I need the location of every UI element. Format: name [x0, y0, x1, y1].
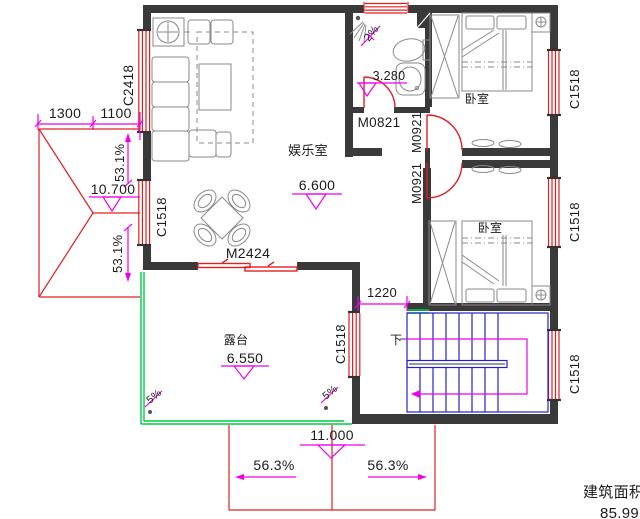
door-m0921-label-2: M0921 [409, 163, 424, 204]
window-c1518-r1-label: C1518 [567, 69, 582, 109]
level-marker-3280 [357, 82, 407, 98]
window-c1518-stair-left [348, 313, 361, 376]
bed-bedroom2 [461, 220, 533, 306]
sofa [151, 56, 232, 162]
dining-table-chairs [193, 189, 251, 247]
window-top [363, 2, 409, 14]
window-c1518-left-label: C1518 [154, 197, 169, 237]
roof-bottom [228, 425, 436, 511]
dim-1300-label: 1300 [49, 105, 81, 121]
arrowhead-531-up [125, 133, 131, 142]
level-6550-label: 6.550 [227, 350, 264, 366]
area-value-label: 85.99 [600, 505, 639, 519]
level-marker-6600 [292, 193, 342, 211]
level-6600-label: 6.600 [299, 177, 336, 193]
level-11000-label: 11.000 [310, 427, 354, 443]
slope-mark-5pct-right [320, 386, 339, 404]
window-c2418-label: C2418 [121, 65, 136, 106]
annotation-arrowheads [125, 133, 427, 480]
slope-dot-left [148, 410, 152, 414]
window-c1518-stairleft-label: C1518 [333, 324, 348, 364]
door-m0921-bedroom2-arc [426, 162, 463, 199]
level-marker-10700 [89, 196, 140, 213]
slope-arrow-531-top [123, 136, 133, 188]
room-bedroom1-label: 卧室 [465, 91, 490, 106]
slope-2-label: 2% [362, 23, 382, 43]
level-10700-label: 10.700 [91, 181, 136, 197]
nightstand-bedroom2 [531, 285, 551, 306]
area-title-label: 建筑面积 [583, 484, 640, 501]
level-marker-6550 [221, 365, 269, 380]
window-c1518-bedroom2 [547, 179, 560, 246]
nightstand-bedroom1 [531, 12, 551, 33]
dim-1100-label: 1100 [100, 105, 131, 121]
dimension-1300-1100 [34, 112, 144, 140]
slope-5-left-label: 5% [144, 387, 164, 406]
room-terrace-label: 露台 [224, 332, 249, 347]
furniture [151, 12, 551, 306]
window-c1518-bedroom1 [547, 51, 560, 114]
slope-dot-right [324, 406, 328, 410]
sink [395, 62, 426, 96]
column-detail-line [416, 12, 431, 29]
annotations [34, 25, 420, 478]
door-m0821-arc [363, 76, 396, 109]
level-marker-11000 [300, 444, 365, 459]
dim-1220-label: 1220 [367, 285, 397, 300]
slippers-corridor-bottom [471, 165, 522, 174]
wardrobe-bedroom1 [429, 14, 460, 99]
dimension-1220 [354, 296, 411, 311]
arrowhead-531-down [125, 273, 131, 282]
room-entertainment-label: 娱乐室 [288, 143, 328, 158]
wardrobe-bedroom2 [428, 220, 457, 306]
slope-563-right-label: 56.3% [367, 457, 408, 473]
plant-table [152, 17, 190, 47]
bed-bedroom1 [461, 12, 533, 92]
shower-symbol [349, 15, 367, 43]
doors [197, 76, 463, 272]
terrace-edge [140, 272, 429, 425]
stairs-down-label: 下 [390, 333, 402, 347]
slope-5-right-label: 5% [320, 383, 340, 402]
window-c2418-left [138, 31, 151, 131]
room-bedroom2-label: 卧室 [478, 220, 503, 235]
stair-direction-arrowhead [411, 390, 420, 398]
coffee-table [198, 63, 232, 111]
level-3280-label: 3.280 [373, 69, 406, 83]
window-c1518-r3-label: C1518 [567, 354, 582, 394]
stair-direction-path [404, 338, 528, 395]
door-m2424-label: M2424 [226, 245, 270, 261]
slope-531-top-label: 53.1% [112, 143, 127, 182]
slope-arrow-531-bottom [123, 223, 133, 279]
slope-563-left-label: 56.3% [253, 457, 294, 473]
window-c1518-r2-label: C1518 [567, 202, 582, 242]
slope-mark-2pct [360, 25, 381, 47]
stair-stringer [406, 359, 508, 369]
roof-left [38, 128, 140, 298]
slope-531-bottom-label: 53.1% [110, 234, 125, 273]
window-c1518-stair-right [547, 331, 560, 399]
door-m2424-slider [197, 258, 298, 272]
window-c1518-left [138, 181, 151, 244]
door-m0921-label-1: M0921 [409, 112, 424, 153]
slope-mark-5pct-left [144, 390, 163, 408]
arrowhead-563-left [235, 474, 244, 480]
arrowhead-563-right [418, 474, 427, 480]
rug [196, 31, 254, 144]
windows [138, 2, 560, 399]
slippers-corridor-top [471, 139, 522, 148]
stairs [406, 312, 549, 413]
door-m0821-label: M0821 [358, 115, 401, 130]
text-labels: 1300 1100 C2418 53.1% 10.700 53.1% C1518… [49, 23, 640, 519]
door-m0921-bedroom1-arc [426, 114, 463, 151]
toilet [392, 38, 431, 62]
walls [143, 5, 558, 424]
window-caps [137, 28, 561, 402]
